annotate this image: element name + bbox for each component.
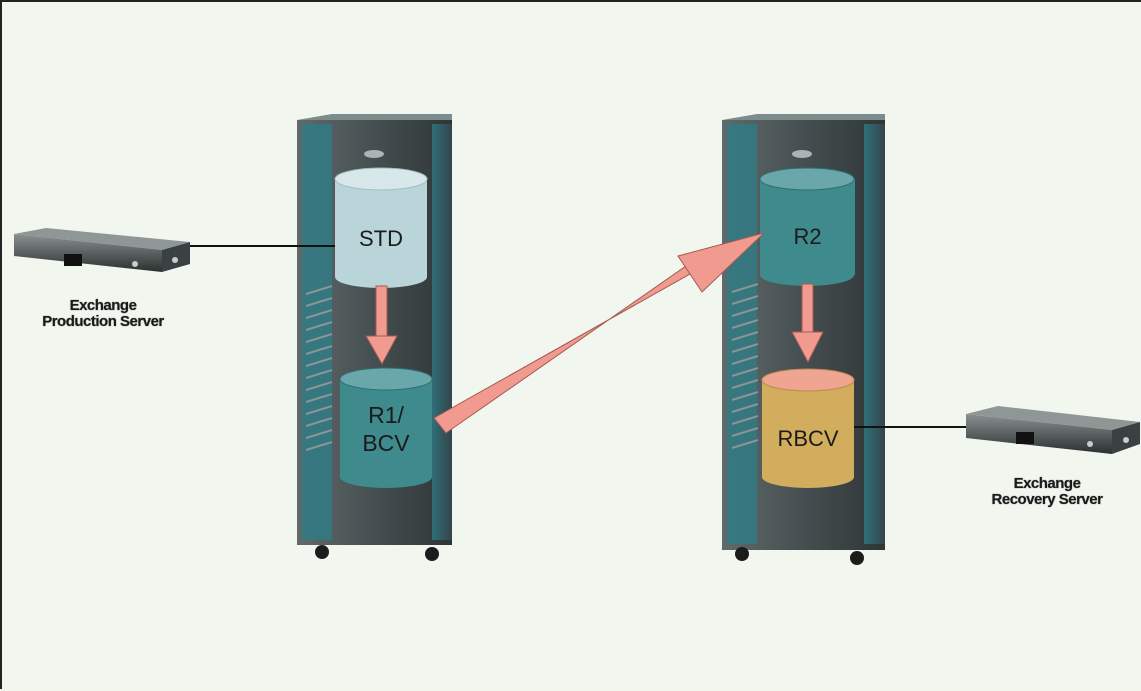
production-server-label: Exchange Production Server	[18, 298, 188, 330]
std-disk-label: STD	[359, 226, 403, 251]
r1-bcv-line2: BCV	[362, 429, 410, 456]
replication-arrow	[433, 232, 765, 434]
recovery-server-line1: Exchange	[1013, 475, 1081, 492]
recovery-server-icon	[966, 406, 1140, 454]
rbcv-disk	[761, 368, 855, 488]
production-server-icon	[14, 228, 190, 272]
r1-bcv-disk-label: R1/ BCV	[340, 402, 432, 457]
recovery-server-label: Exchange Recovery Server	[962, 476, 1132, 508]
production-server-line2: Production Server	[42, 312, 164, 330]
production-server-line1: Exchange	[69, 297, 137, 314]
r2-disk	[759, 167, 855, 286]
r1-bcv-disk	[339, 367, 433, 488]
std-to-r1-arrow	[365, 285, 398, 366]
r1-bcv-line1: R1/	[368, 402, 404, 428]
r2-disk-label: R2	[793, 224, 822, 249]
std-disk	[334, 167, 428, 288]
rbcv-disk-label: RBCV	[777, 426, 839, 451]
r2-to-rbcv-arrow	[791, 283, 824, 364]
recovery-server-line2: Recovery Server	[991, 490, 1103, 508]
